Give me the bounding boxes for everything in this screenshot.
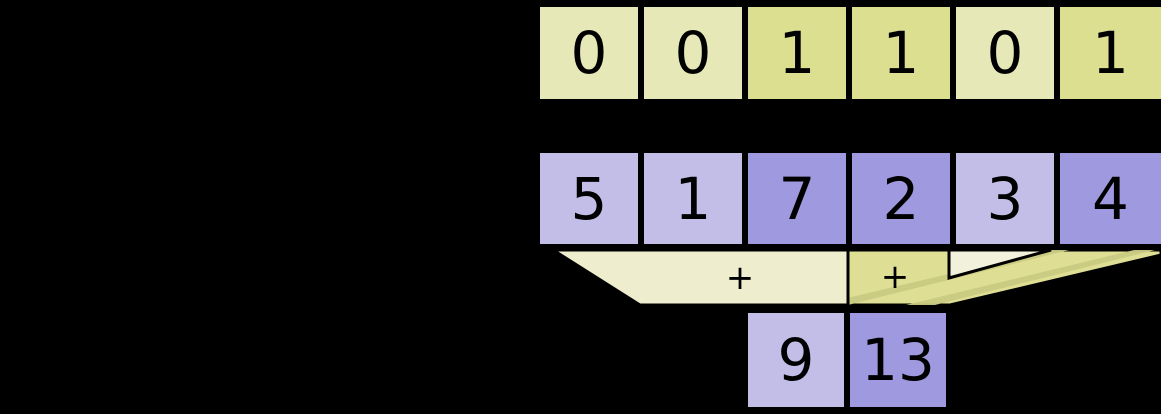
flag-cell-2-value: 1 — [778, 19, 816, 87]
plus-operator-left: + — [725, 258, 755, 298]
value-cell-1-value: 1 — [674, 164, 712, 233]
value-cell-2-value: 7 — [778, 164, 816, 233]
funnel-right-band-b — [906, 250, 1155, 305]
flag-cell-0-value: 0 — [570, 19, 608, 87]
value-cell-5-value: 4 — [1092, 164, 1129, 233]
flag-cell-4[interactable]: 0 — [953, 4, 1057, 102]
result-cell-0-value: 9 — [777, 326, 815, 394]
value-cell-4[interactable]: 3 — [953, 150, 1057, 247]
value-cell-0[interactable]: 5 — [537, 150, 641, 247]
funnel-right-wedge — [947, 248, 1052, 280]
value-cell-1[interactable]: 1 — [641, 150, 745, 247]
flag-cell-5[interactable]: 1 — [1057, 4, 1161, 102]
result-cell-1[interactable]: 13 — [847, 310, 949, 410]
value-cell-3-value: 2 — [882, 164, 920, 233]
funnel-right-shape — [743, 248, 1161, 307]
funnel-left-shape — [547, 248, 850, 307]
flag-cell-1-value: 0 — [674, 19, 712, 87]
funnel-right-band-a — [818, 250, 1069, 305]
flag-cell-3-value: 1 — [882, 19, 920, 87]
value-cell-3[interactable]: 2 — [849, 150, 953, 247]
flag-cell-2[interactable]: 1 — [745, 4, 849, 102]
flag-cell-1[interactable]: 0 — [641, 4, 745, 102]
value-cell-4-value: 3 — [986, 164, 1024, 233]
flag-cell-3[interactable]: 1 — [849, 4, 953, 102]
result-cell-1-value: 13 — [861, 326, 935, 394]
flag-cell-0[interactable]: 0 — [537, 4, 641, 102]
value-cell-0-value: 5 — [570, 164, 608, 233]
plus-operator-right: + — [880, 257, 910, 297]
result-cell-0[interactable]: 9 — [745, 310, 847, 410]
flag-cell-5-value: 1 — [1092, 19, 1129, 87]
value-cell-5[interactable]: 4 — [1057, 150, 1161, 247]
value-cell-2[interactable]: 7 — [745, 150, 849, 247]
flag-cell-4-value: 0 — [986, 19, 1024, 87]
